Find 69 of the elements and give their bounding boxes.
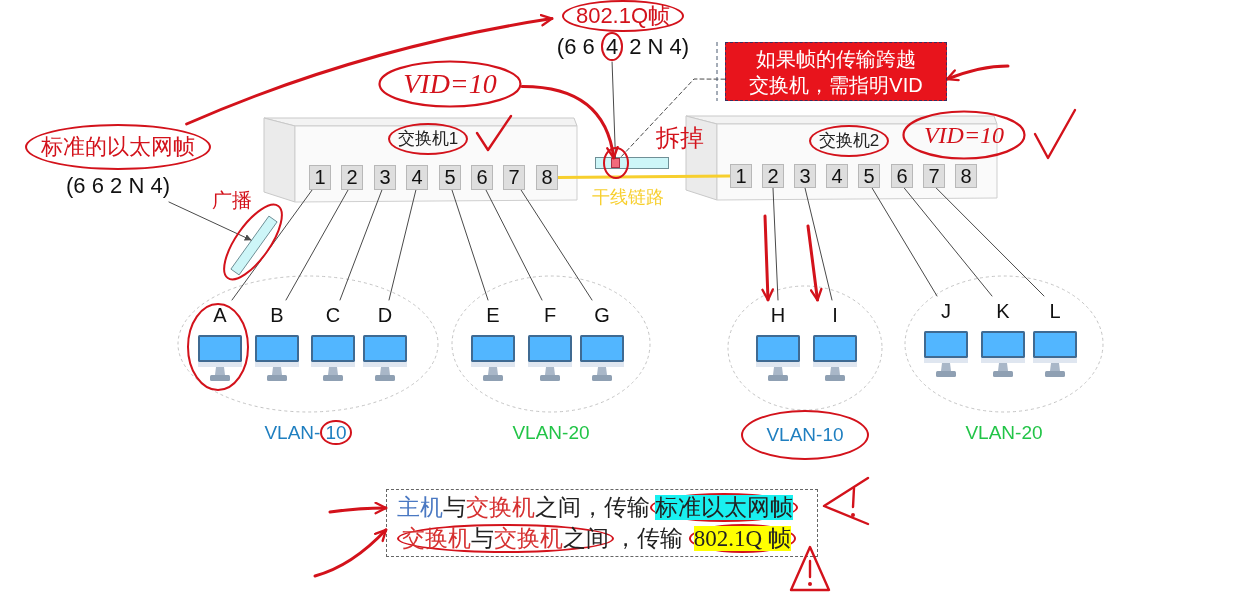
- host-label: G: [594, 303, 610, 328]
- frame-format-text: (6 6 2 N 4): [66, 172, 170, 200]
- frame-format-text: (6 6 4 2 N 4): [556, 32, 690, 62]
- host-label: D: [377, 303, 393, 328]
- vlan-label: VLAN-20: [965, 421, 1043, 445]
- connector-line: [772, 187, 779, 301]
- switch-port: 6: [471, 165, 493, 190]
- switch-port: 8: [536, 165, 558, 190]
- handwritten-arrow: [185, 14, 554, 126]
- switch-label: 交换机2: [808, 125, 890, 157]
- host-label: C: [325, 303, 341, 328]
- switch-port: 3: [794, 164, 816, 188]
- host-label: F: [543, 303, 557, 328]
- host-label: K: [996, 299, 1010, 324]
- handwritten-arrow: [806, 224, 823, 302]
- host-label: A: [213, 303, 227, 328]
- handwritten-note: 拆掉: [656, 124, 704, 153]
- vid-annotation: VID=10: [923, 123, 1005, 147]
- switch-port: 4: [826, 164, 848, 188]
- switch-port: 6: [891, 164, 913, 188]
- handwritten-arrow: [761, 214, 774, 302]
- handwritten-note: 广播: [212, 188, 252, 213]
- leader-line: [168, 201, 252, 241]
- host-label: I: [832, 303, 838, 328]
- connector-line: [804, 187, 833, 301]
- callout-note: 如果帧的传输跨越交换机，需指明VID: [725, 42, 947, 101]
- note-text: 交换机与交换机之间，传输 802.1Q 帧: [397, 523, 796, 554]
- switch-label: 交换机1: [387, 123, 469, 155]
- trunk-link-line: [556, 174, 732, 179]
- connector-line: [388, 189, 417, 301]
- switch-port: 5: [439, 165, 461, 190]
- switch-port: 4: [406, 165, 428, 190]
- host-label: B: [270, 303, 284, 328]
- vlan-label: VLAN-20: [512, 421, 590, 445]
- handwritten-arrow: [520, 84, 619, 160]
- leader-line: [611, 61, 616, 159]
- switch-port: 8: [955, 164, 977, 188]
- note-box: [386, 489, 818, 557]
- host-label: H: [770, 303, 786, 328]
- vid-annotation: VID=10: [403, 70, 497, 98]
- vlan-label: VLAN-10: [264, 419, 352, 447]
- host-label: J: [941, 299, 951, 324]
- connector-line: [903, 187, 993, 297]
- host-label: L: [1049, 299, 1061, 324]
- note-text: 主机与交换机之间，传输标准以太网帧: [397, 492, 798, 523]
- switch-port: 3: [374, 165, 396, 190]
- connector-line: [451, 189, 489, 301]
- switch-port: 1: [309, 165, 331, 190]
- frame-name-text: 标准的以太网帧: [25, 124, 211, 170]
- switch-port: 1: [730, 164, 752, 188]
- switch-port: 5: [858, 164, 880, 188]
- handwritten-arrow: [945, 64, 1010, 82]
- connector-line: [231, 189, 313, 301]
- frame-name-text: 802.1Q帧: [561, 0, 685, 32]
- vlan-label: VLAN-10: [741, 410, 869, 460]
- connector-line: [935, 187, 1045, 297]
- switch-port: 7: [503, 165, 525, 190]
- handwritten-arrow: [313, 528, 388, 578]
- leader-line: [619, 78, 726, 159]
- connector-line: [485, 189, 543, 301]
- connector-line: [339, 189, 383, 301]
- switch-port: 7: [923, 164, 945, 188]
- switch-port: 2: [341, 165, 363, 190]
- connector-line: [520, 189, 593, 301]
- switch-port: 2: [762, 164, 784, 188]
- host-label: E: [486, 303, 500, 328]
- handwritten-arrow: [328, 501, 388, 515]
- connector-line: [871, 187, 938, 297]
- connector-line: [285, 189, 349, 301]
